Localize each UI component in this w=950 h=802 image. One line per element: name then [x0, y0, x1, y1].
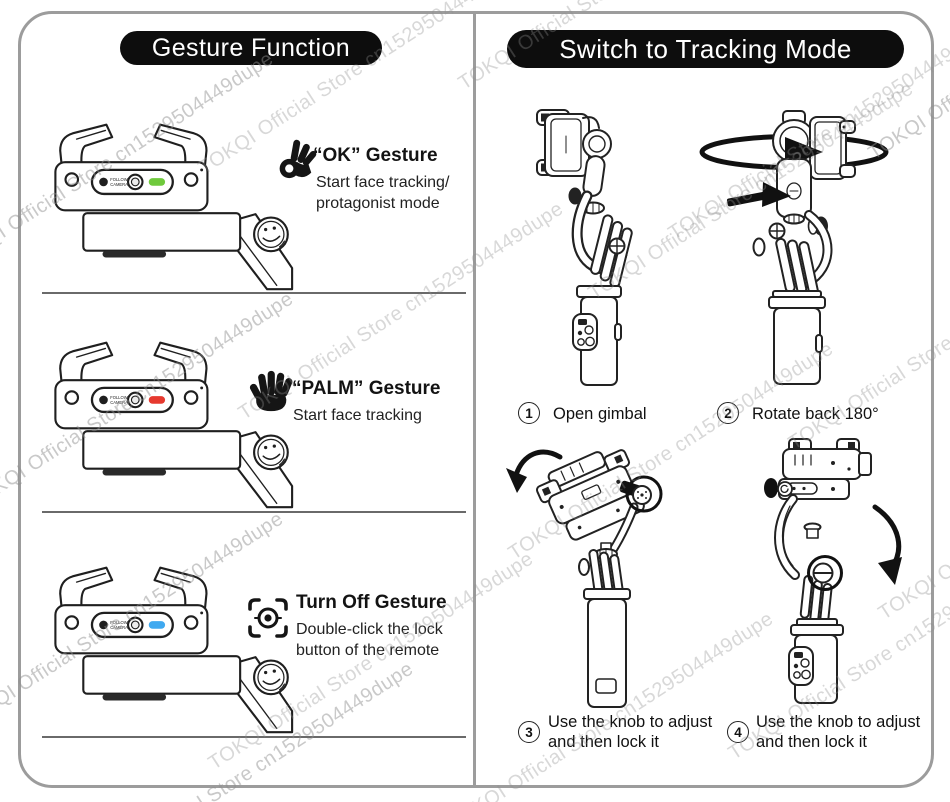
gesture-desc-ok: Start face tracking/ protagonist mode	[316, 174, 450, 212]
gesture-function-title: Gesture Function	[120, 31, 382, 65]
ground-line-2	[42, 511, 466, 513]
gimbal-step2-illustration	[699, 110, 889, 385]
svg-text:FOLLOW: FOLLOW	[110, 395, 128, 400]
gesture-desc-turnoff: Double-click the lock button of the remo…	[296, 621, 443, 659]
knob-highlight-circle	[807, 555, 843, 591]
status-led-blue	[148, 621, 166, 629]
knob-highlight-circle	[625, 475, 663, 513]
status-led-green	[148, 178, 166, 186]
gesture-title-turnoff: Turn Off Gesture	[296, 592, 447, 613]
ok-hand-icon	[279, 139, 317, 179]
step-label-2: Rotate back 180°	[752, 405, 879, 423]
status-led-red	[148, 396, 166, 404]
clamp-device-illustration-2: FOLLOW CAMERA	[54, 341, 294, 509]
lock-knob	[764, 478, 778, 498]
logo-dot	[99, 177, 108, 187]
curved-arrow-ccw-head	[506, 468, 527, 493]
step-number-badge-1: 1	[518, 402, 540, 424]
gimbal-step3-illustration	[506, 449, 663, 708]
ground-line-1	[42, 292, 466, 294]
step-number-badge-4: 4	[727, 721, 749, 743]
side-trigger	[815, 334, 823, 353]
motor-smiley-face	[253, 216, 289, 253]
ground-line-3	[42, 736, 466, 738]
press-arrow-icon	[726, 191, 768, 207]
device-base	[82, 430, 242, 470]
panel-frame	[18, 11, 934, 788]
side-trigger	[614, 323, 622, 341]
svg-text:FOLLOW: FOLLOW	[110, 620, 128, 625]
gesture-title-ok: “OK” Gesture	[313, 145, 438, 166]
curved-arrow-cw-head	[878, 557, 902, 585]
svg-text:CAMERA: CAMERA	[110, 400, 128, 405]
tilted-clamp-assembly	[535, 449, 645, 541]
motor-column	[776, 158, 812, 218]
follow-camera-label: FOLLOW	[110, 177, 128, 182]
step-number-badge-3: 3	[518, 721, 540, 743]
panel-divider	[473, 13, 476, 786]
tracking-mode-title: Switch to Tracking Mode	[507, 30, 904, 68]
motor-smiley-face	[253, 659, 289, 696]
device-base	[82, 212, 242, 252]
gimbal-step4-illustration	[764, 438, 902, 704]
step-number-badge-2: 2	[717, 402, 739, 424]
curved-arrow-ccw-icon	[513, 449, 563, 478]
gesture-title-palm: “PALM” Gesture	[292, 378, 441, 399]
device-base	[82, 655, 242, 695]
clamp-device-illustration-3: FOLLOW CAMERA	[54, 566, 294, 734]
lock-knob	[568, 187, 582, 205]
clamp-device-illustration-1: FOLLOW CAMERA	[54, 123, 294, 291]
handle-grip	[773, 307, 821, 385]
motor-smiley-face	[253, 434, 289, 471]
palm-hand-icon	[249, 370, 293, 412]
gimbal-step1-illustration	[536, 109, 633, 386]
follow-camera-label2: CAMERA	[110, 182, 128, 187]
step-label-1: Open gimbal	[553, 405, 647, 423]
step-label-3: Use the knob to adjust and then lock it	[548, 713, 713, 751]
svg-text:CAMERA: CAMERA	[110, 625, 128, 630]
gesture-desc-palm: Start face tracking	[293, 407, 422, 424]
step-label-4: Use the knob to adjust and then lock it	[756, 713, 921, 751]
focus-frame-icon	[248, 598, 288, 638]
